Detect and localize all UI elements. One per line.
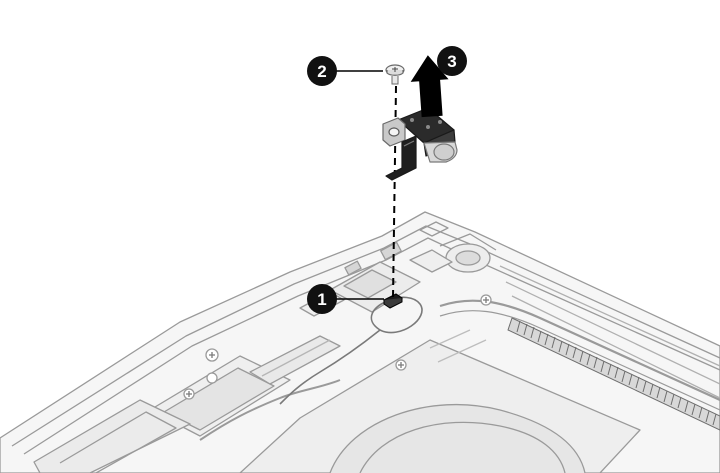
callout-3-label: 3: [447, 52, 456, 71]
cable-loop: [279, 296, 423, 405]
screw-icon: [385, 64, 405, 85]
right-rail: [499, 265, 720, 399]
callout-2: 2: [307, 56, 337, 86]
callout-3: 3: [437, 46, 467, 76]
chassis: [0, 211, 720, 473]
left-module: [33, 355, 291, 473]
fan-assembly: [239, 339, 641, 473]
leader-lines: [336, 70, 384, 300]
callout-1-label: 1: [317, 290, 326, 309]
lift-arrow-icon: [410, 55, 449, 118]
ribbon-cable: [199, 335, 341, 441]
callout-2-label: 2: [317, 62, 326, 81]
connector-icon: [383, 293, 403, 309]
fin-stack: [507, 317, 720, 431]
bracket-icon: [382, 107, 458, 181]
callout-1: 1: [307, 284, 337, 314]
chassis-screws: [183, 294, 492, 400]
